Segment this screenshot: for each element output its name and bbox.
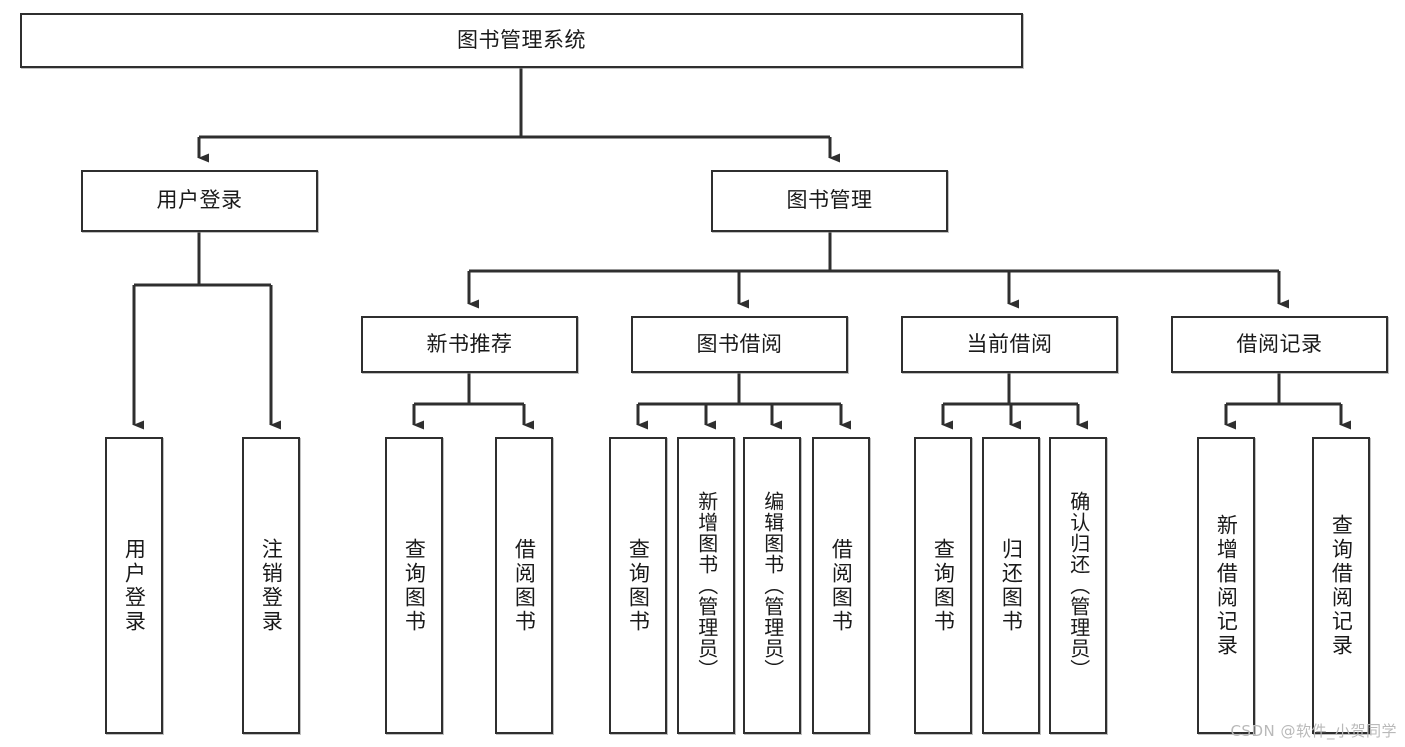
node-new-book-recommend[interactable]: 新书推荐 [361, 316, 578, 373]
leaf-query-book-recommend[interactable]: 查询图书 [385, 437, 443, 734]
node-borrow-record-label: 借阅记录 [1236, 331, 1323, 356]
leaf-query-borrow-record-label: 查询借阅记录 [1329, 513, 1354, 658]
leaf-return-book-label: 归还图书 [999, 537, 1024, 634]
leaf-query-borrow-record[interactable]: 查询借阅记录 [1312, 437, 1370, 734]
leaf-logout-label: 注销登录 [259, 537, 284, 634]
leaf-query-book-borrow-label: 查询图书 [626, 537, 651, 634]
leaf-confirm-return-admin-label: 确认归还（管理员） [1066, 491, 1091, 680]
leaf-add-book-admin[interactable]: 新增图书（管理员） [677, 437, 735, 734]
leaf-query-book-recommend-label: 查询图书 [402, 537, 427, 634]
node-current-borrow[interactable]: 当前借阅 [901, 316, 1118, 373]
leaf-user-login[interactable]: 用户登录 [105, 437, 163, 734]
node-user-login-label: 用户登录 [156, 188, 243, 213]
leaf-edit-book-admin[interactable]: 编辑图书（管理员） [743, 437, 801, 734]
node-user-login[interactable]: 用户登录 [81, 170, 318, 232]
node-borrow-record[interactable]: 借阅记录 [1171, 316, 1388, 373]
leaf-return-book[interactable]: 归还图书 [982, 437, 1040, 734]
node-current-borrow-label: 当前借阅 [966, 331, 1053, 356]
node-book-management-label: 图书管理 [786, 188, 873, 213]
leaf-borrow-book-recommend-label: 借阅图书 [512, 537, 537, 634]
leaf-edit-book-admin-label: 编辑图书（管理员） [760, 491, 785, 680]
leaf-query-book-borrow[interactable]: 查询图书 [609, 437, 667, 734]
leaf-borrow-book-label: 借阅图书 [829, 537, 854, 634]
node-book-borrow-label: 图书借阅 [696, 331, 783, 356]
leaf-confirm-return-admin[interactable]: 确认归还（管理员） [1049, 437, 1107, 734]
node-root-label: 图书管理系统 [457, 27, 586, 52]
node-book-borrow[interactable]: 图书借阅 [631, 316, 848, 373]
node-new-book-recommend-label: 新书推荐 [426, 331, 513, 356]
node-root[interactable]: 图书管理系统 [20, 13, 1023, 68]
leaf-logout[interactable]: 注销登录 [242, 437, 300, 734]
leaf-user-login-label: 用户登录 [122, 537, 147, 634]
leaf-add-borrow-record-label: 新增借阅记录 [1214, 513, 1239, 658]
leaf-query-book-current[interactable]: 查询图书 [914, 437, 972, 734]
leaf-query-book-current-label: 查询图书 [931, 537, 956, 634]
node-book-management[interactable]: 图书管理 [711, 170, 948, 232]
leaf-borrow-book[interactable]: 借阅图书 [812, 437, 870, 734]
csdn-watermark: CSDN @软件_小贺同学 [1230, 722, 1397, 740]
leaf-add-borrow-record[interactable]: 新增借阅记录 [1197, 437, 1255, 734]
leaf-add-book-admin-label: 新增图书（管理员） [694, 491, 719, 680]
leaf-borrow-book-recommend[interactable]: 借阅图书 [495, 437, 553, 734]
